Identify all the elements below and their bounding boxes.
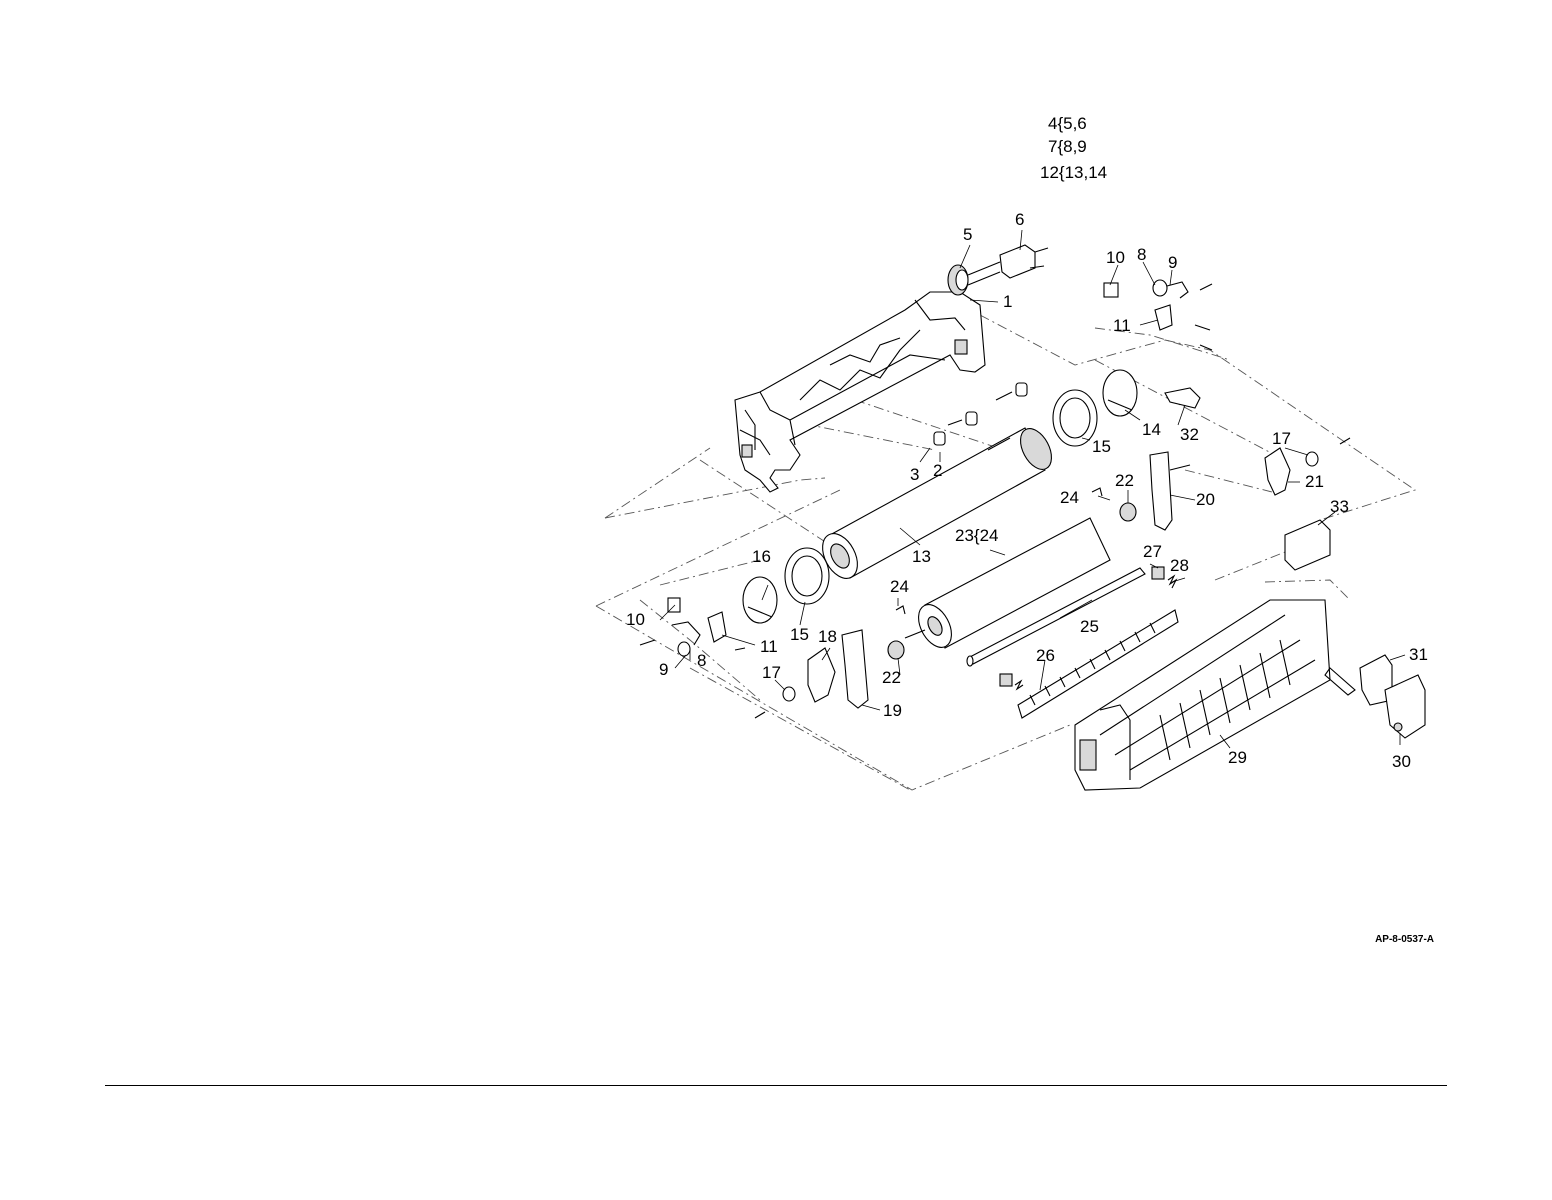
callout-17-right: 17 xyxy=(1272,429,1291,448)
callout-10-top: 10 xyxy=(1106,248,1125,267)
arm-part-20 xyxy=(1150,452,1190,530)
drive-gear-part-5 xyxy=(948,262,1000,295)
callout-27: 27 xyxy=(1143,542,1162,561)
callout-8-top: 8 xyxy=(1137,245,1146,264)
callout-31: 31 xyxy=(1409,645,1428,664)
sensor-parts-8-9-10-11-bottom xyxy=(640,598,745,656)
callout-9-top: 9 xyxy=(1168,253,1177,272)
callout-17-left: 17 xyxy=(762,663,781,682)
callout-10-bottom: 10 xyxy=(626,610,645,629)
callout-5: 5 xyxy=(963,225,972,244)
callout-26: 26 xyxy=(1036,646,1055,665)
callout-18: 18 xyxy=(818,627,837,646)
callout-24-bottom: 24 xyxy=(890,577,909,596)
bracket-part-6 xyxy=(1000,245,1048,278)
callout-8-bottom: 8 xyxy=(697,651,706,670)
callout-14: 14 xyxy=(1142,420,1161,439)
callout-22-bottom: 22 xyxy=(882,668,901,687)
ring-part-17-left xyxy=(755,687,795,718)
callout-13: 13 xyxy=(912,547,931,566)
lever-part-18 xyxy=(808,648,835,702)
callout-15-bottom: 15 xyxy=(790,625,809,644)
footer-divider xyxy=(105,1085,1447,1086)
callout-1: 1 xyxy=(1003,292,1012,311)
callout-2: 2 xyxy=(933,461,942,480)
callout-19: 19 xyxy=(883,701,902,720)
callout-33: 33 xyxy=(1330,497,1349,516)
pad-part-33 xyxy=(1285,520,1330,570)
callout-21: 21 xyxy=(1305,472,1324,491)
callout-16: 16 xyxy=(752,547,771,566)
callout-22-top: 22 xyxy=(1115,471,1134,490)
callout-9-bottom: 9 xyxy=(659,660,668,679)
callout-11-bottom: 11 xyxy=(760,637,778,656)
callout-29: 29 xyxy=(1228,748,1247,767)
sleeve-part-14 xyxy=(1103,370,1137,416)
arm-part-19 xyxy=(842,630,868,708)
callout-28: 28 xyxy=(1170,556,1189,575)
bearing-part-15-bottom xyxy=(785,548,829,604)
bearing-part-15-top xyxy=(1053,390,1097,446)
bracket-part-32 xyxy=(1165,388,1200,408)
sensor-parts-8-9-10-11-top xyxy=(1104,280,1212,350)
ring-part-17-right xyxy=(1306,438,1350,466)
bracket-part-31 xyxy=(1325,655,1392,705)
callout-6: 6 xyxy=(1015,210,1024,229)
figure-code: AP-8-0537-A xyxy=(1375,934,1434,945)
callout-30: 30 xyxy=(1392,752,1411,771)
lever-part-21 xyxy=(1265,448,1290,495)
callout-25: 25 xyxy=(1080,617,1099,636)
callout-32: 32 xyxy=(1180,425,1199,444)
callout-15-top: 15 xyxy=(1092,437,1111,456)
callout-20: 20 xyxy=(1196,490,1215,509)
main-frame-part-1 xyxy=(735,292,985,492)
callout-23: 23{24 xyxy=(955,526,999,545)
callout-11-top: 11 xyxy=(1113,316,1131,335)
callout-3: 3 xyxy=(910,465,919,484)
sleeve-part-16 xyxy=(743,577,777,623)
fuser-housing-part-29 xyxy=(1075,600,1330,790)
callout-24-top: 24 xyxy=(1060,488,1079,507)
